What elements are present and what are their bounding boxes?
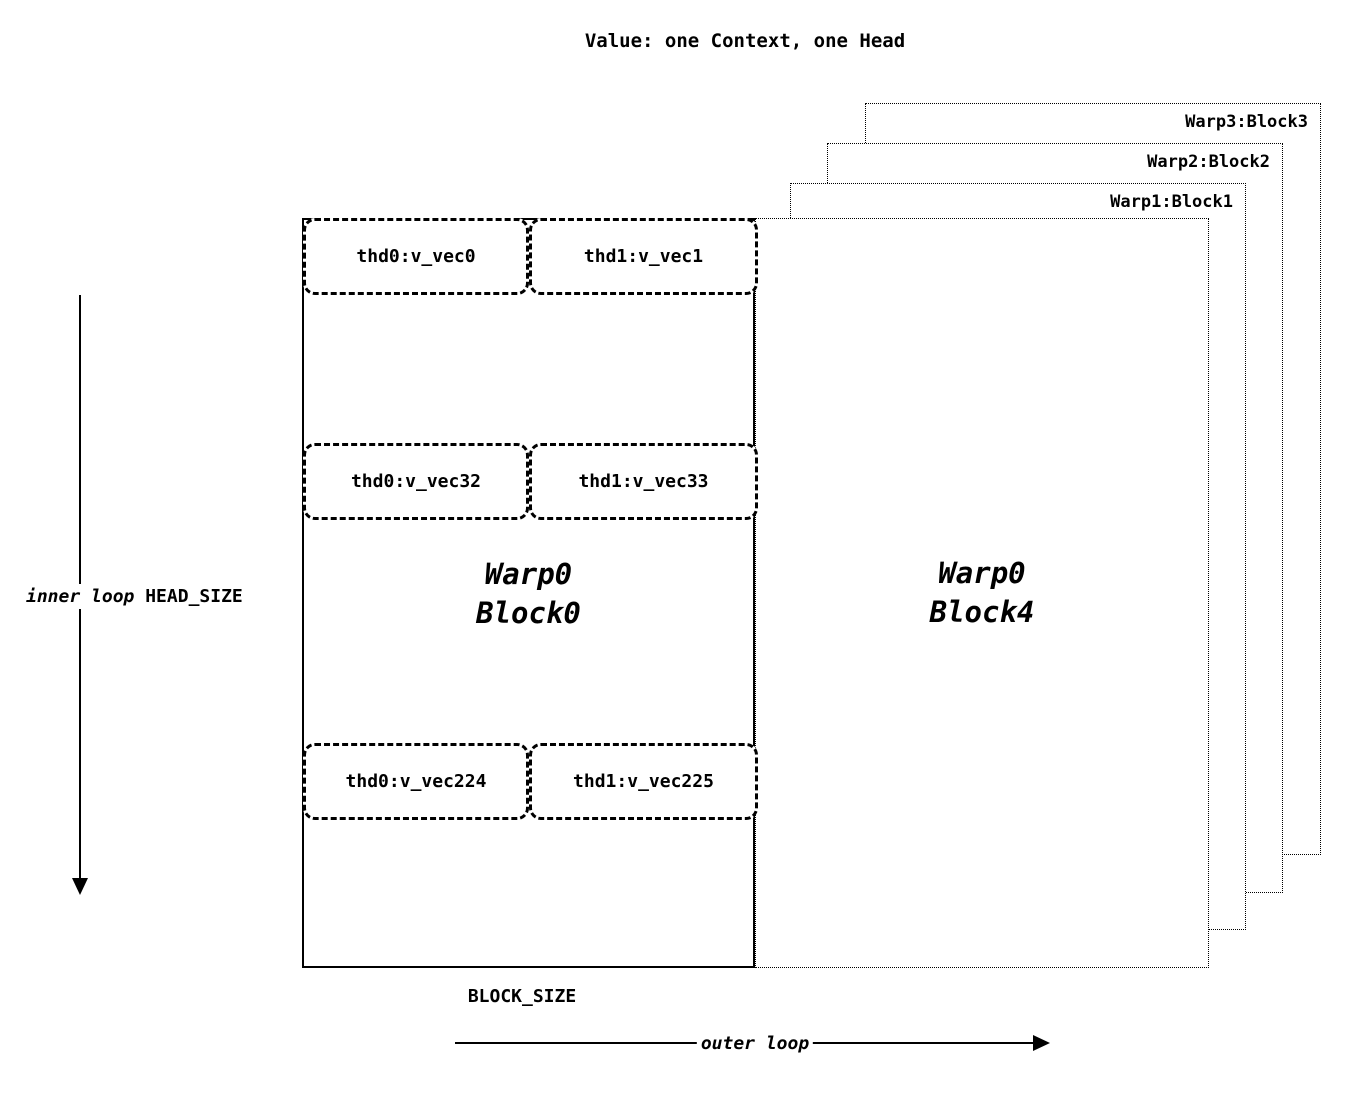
- warp0-block4-label: Warp0 Block4: [756, 554, 1208, 632]
- block-size-label: BLOCK_SIZE: [467, 986, 577, 1007]
- thread-box-v-vec1: thd1:v_vec1: [529, 218, 758, 295]
- warp3-block3-label: Warp3:Block3: [1185, 112, 1308, 132]
- thread-box-v-vec225: thd1:v_vec225: [529, 743, 758, 820]
- inner-loop-arrow-head-icon: [72, 878, 88, 895]
- thread-box-v-vec0: thd0:v_vec0: [303, 218, 529, 295]
- thread-box-v-vec32: thd0:v_vec32: [303, 443, 529, 520]
- diagram-title: Value: one Context, one Head: [584, 30, 906, 52]
- thread-box-v-vec33: thd1:v_vec33: [529, 443, 758, 520]
- outer-loop-label: outer loop: [696, 1033, 814, 1054]
- warp0-block4-line2: Block4: [929, 595, 1035, 630]
- warp0-block0-line1: Warp0: [484, 557, 573, 591]
- inner-loop-text: inner loop: [26, 586, 135, 607]
- warp2-block2-label: Warp2:Block2: [1147, 152, 1270, 172]
- warp0-block0-label: Warp0 Block0: [304, 555, 753, 633]
- outer-loop-arrow-head-icon: [1033, 1035, 1050, 1051]
- warp0-block0-line2: Block0: [476, 596, 581, 631]
- warp1-block1-label: Warp1:Block1: [1110, 192, 1233, 212]
- head-size-text: HEAD_SIZE: [145, 586, 243, 607]
- warp0-block4-line1: Warp0: [938, 556, 1026, 590]
- block-warp0-block0: Warp0 Block0 thd0:v_vec0 thd1:v_vec1 thd…: [302, 218, 758, 968]
- inner-loop-head-size-label: inner loop HEAD_SIZE: [22, 584, 247, 609]
- thread-box-v-vec224: thd0:v_vec224: [303, 743, 529, 820]
- block-warp0-block4: Warp0 Block4: [755, 218, 1209, 968]
